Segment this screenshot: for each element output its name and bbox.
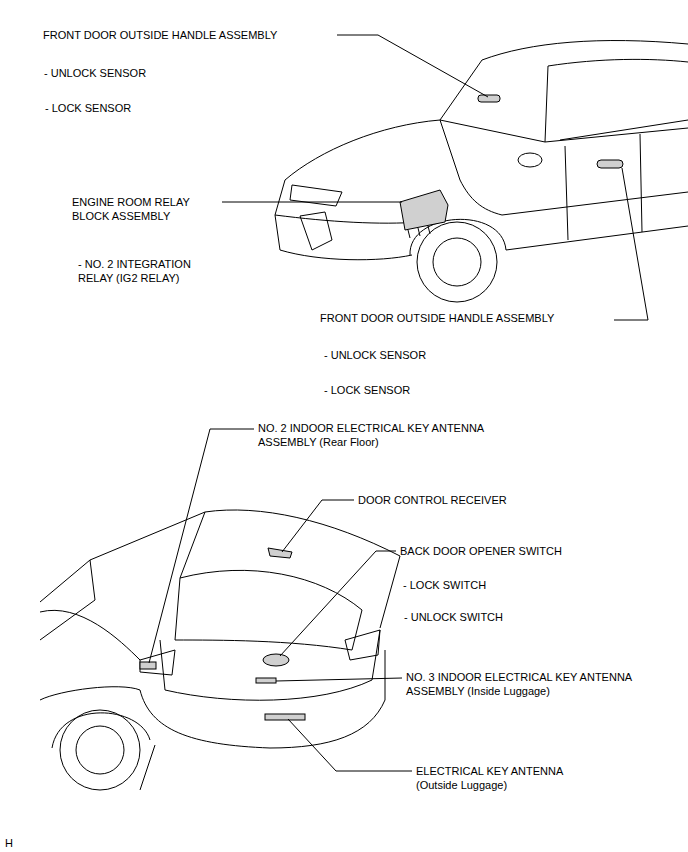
part-label: H: [5, 836, 13, 850]
part-label: - UNLOCK SWITCH: [404, 610, 503, 624]
part-label: DOOR CONTROL RECEIVER: [358, 493, 507, 507]
part-label: FRONT DOOR OUTSIDE HANDLE ASSEMBLY: [43, 28, 277, 42]
part-label: NO. 2 INDOOR ELECTRICAL KEY ANTENNA ASSE…: [258, 421, 520, 449]
part-label: - UNLOCK SENSOR: [324, 348, 426, 362]
part-label: - NO. 2 INTEGRATION RELAY (IG2 RELAY): [78, 257, 213, 285]
part-label: BACK DOOR OPENER SWITCH: [400, 544, 562, 558]
rear-parts: [140, 548, 305, 720]
rear-car: [40, 510, 400, 790]
part-label: ENGINE ROOM RELAY BLOCK ASSEMBLY: [72, 195, 212, 223]
front-parts: [400, 95, 623, 238]
part-label: NO. 3 INDOOR ELECTRICAL KEY ANTENNA ASSE…: [406, 670, 664, 698]
part-label: - LOCK SWITCH: [403, 578, 486, 592]
part-label: - UNLOCK SENSOR: [44, 66, 146, 80]
part-label: ELECTRICAL KEY ANTENNA (Outside Luggage): [416, 764, 591, 792]
part-label: FRONT DOOR OUTSIDE HANDLE ASSEMBLY: [320, 311, 554, 325]
leader-lines: [149, 35, 648, 771]
front-car: [275, 41, 688, 302]
part-label: - LOCK SENSOR: [324, 383, 410, 397]
part-label: - LOCK SENSOR: [45, 101, 131, 115]
